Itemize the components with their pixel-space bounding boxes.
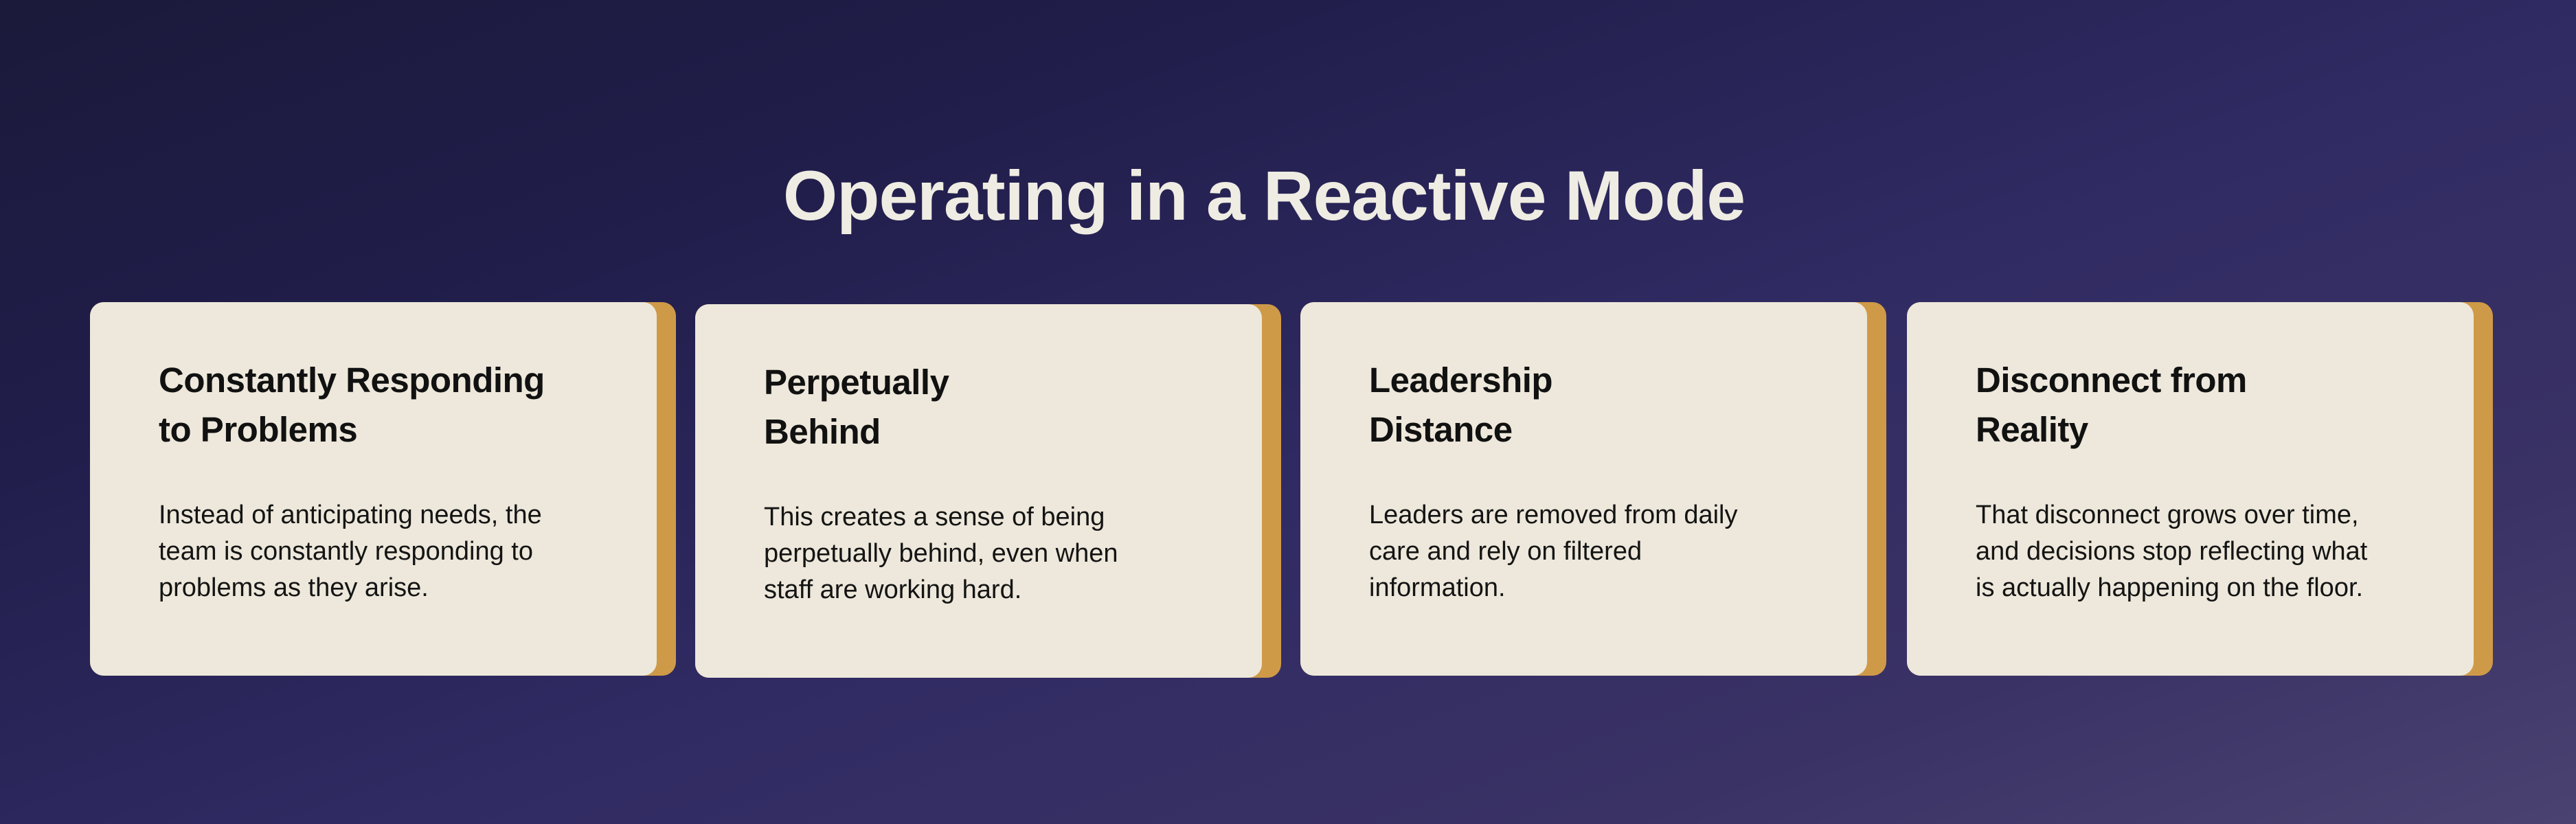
card-title-line: to Problems <box>159 410 358 449</box>
card-title-line: Disconnect from <box>1976 360 2247 400</box>
card-panel: Leadership Distance Leaders are removed … <box>1300 302 1867 676</box>
card-body-line: This creates a sense of being <box>764 503 1105 531</box>
card-body: That disconnect grows over time, and dec… <box>1976 497 2405 606</box>
card-title-line: Reality <box>1976 410 2088 449</box>
card-body-line: team is constantly responding to <box>159 537 533 566</box>
card-disconnect-from-reality: Disconnect from Reality That disconnect … <box>1907 302 2493 676</box>
card-leadership-distance: Leadership Distance Leaders are removed … <box>1300 302 1886 676</box>
card-body-line: That disconnect grows over time, <box>1976 501 2359 529</box>
slide-title: Operating in a Reactive Mode <box>782 157 1745 235</box>
card-body: Leaders are removed from daily care and … <box>1369 497 1798 606</box>
card-title: Constantly Responding to Problems <box>159 356 588 455</box>
card-body-line: Instead of anticipating needs, the <box>159 501 542 529</box>
card-panel: Disconnect from Reality That disconnect … <box>1907 302 2474 676</box>
card-title-line: Behind <box>764 412 881 451</box>
card-body-line: information. <box>1369 573 1506 602</box>
card-title: Leadership Distance <box>1369 356 1798 455</box>
card-constantly-responding: Constantly Responding to Problems Instea… <box>90 302 676 676</box>
card-title-line: Leadership <box>1369 360 1553 400</box>
card-body-line: problems as they arise. <box>159 573 429 602</box>
card-row: Constantly Responding to Problems Instea… <box>90 302 2494 680</box>
card-body-line: is actually happening on the floor. <box>1976 573 2364 602</box>
card-body-line: staff are working hard. <box>764 575 1022 604</box>
card-perpetually-behind: Perpetually Behind This creates a sense … <box>695 304 1281 678</box>
card-title-line: Perpetually <box>764 363 949 402</box>
card-panel: Perpetually Behind This creates a sense … <box>695 304 1262 678</box>
card-title-line: Constantly Responding <box>159 360 545 400</box>
card-body: Instead of anticipating needs, the team … <box>159 497 588 606</box>
card-title: Disconnect from Reality <box>1976 356 2405 455</box>
card-panel: Constantly Responding to Problems Instea… <box>90 302 657 676</box>
card-body: This creates a sense of being perpetuall… <box>764 499 1193 608</box>
card-title-line: Distance <box>1369 410 1513 449</box>
card-title: Perpetually Behind <box>764 358 1193 457</box>
card-body-line: care and rely on filtered <box>1369 537 1642 566</box>
card-body-line: Leaders are removed from daily <box>1369 501 1738 529</box>
card-body-line: perpetually behind, even when <box>764 539 1118 568</box>
card-body-line: and decisions stop reflecting what <box>1976 537 2368 566</box>
